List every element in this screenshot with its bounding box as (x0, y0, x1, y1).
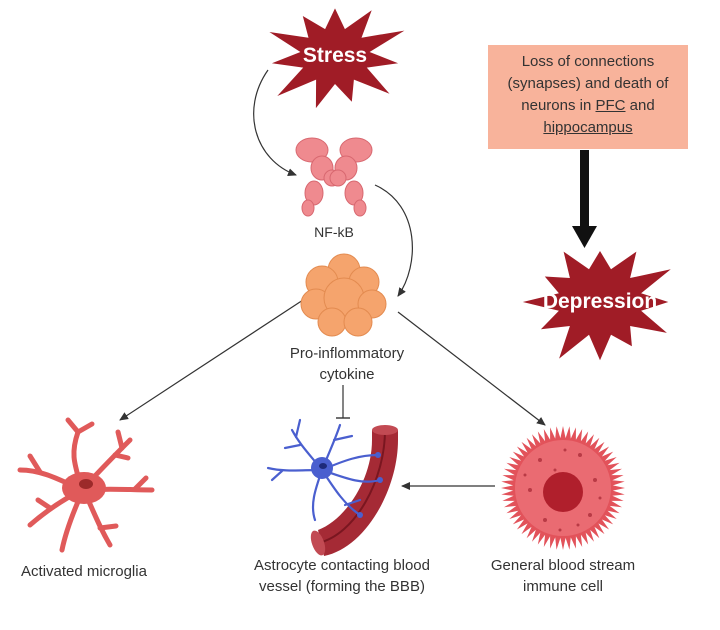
loss-box-line2: (synapses) and death of (507, 75, 669, 92)
immune-cell (501, 426, 625, 550)
pfc-link: PFC (595, 97, 626, 114)
depression-starburst (522, 251, 671, 361)
nfkb-label: NF-kB (314, 224, 354, 240)
stress-starburst (269, 8, 405, 109)
stress-label: Stress (302, 44, 368, 67)
cytokine-to-immune-arrow (397, 311, 546, 426)
hippocampus-link: hippocampus (543, 119, 633, 136)
astrocyte-cell (266, 418, 383, 522)
cytokine-to-microglia-arrow (119, 299, 304, 421)
depression-label: Depression (542, 290, 658, 313)
immune-cell-label: General blood stream immune cell (490, 557, 636, 595)
nfkb-protein (295, 137, 373, 217)
loss-box-line1: Loss of connections (521, 53, 655, 70)
loss-box-line3: neurons in PFC and (521, 97, 655, 114)
stress-to-nfkb-arrow (253, 69, 297, 176)
microglia-label: Activated microglia (21, 563, 147, 580)
box-to-depression-arrow (572, 150, 597, 248)
astrocyte-label: Astrocyte contacting blood vessel (formi… (254, 557, 430, 595)
cytokine-protein (300, 253, 387, 337)
loss-of-connections-box: Loss of connections (synapses) and death… (488, 45, 688, 149)
blood-vessel (310, 425, 398, 556)
loss-box-line4: hippocampus (488, 117, 688, 139)
cytokine-label: Pro-inflommatory cytokine (289, 345, 405, 383)
microglia-cell (17, 417, 155, 553)
cytokine-inhibits-astrocyte (336, 385, 350, 419)
nfkb-to-cytokine-arrow (374, 184, 413, 297)
